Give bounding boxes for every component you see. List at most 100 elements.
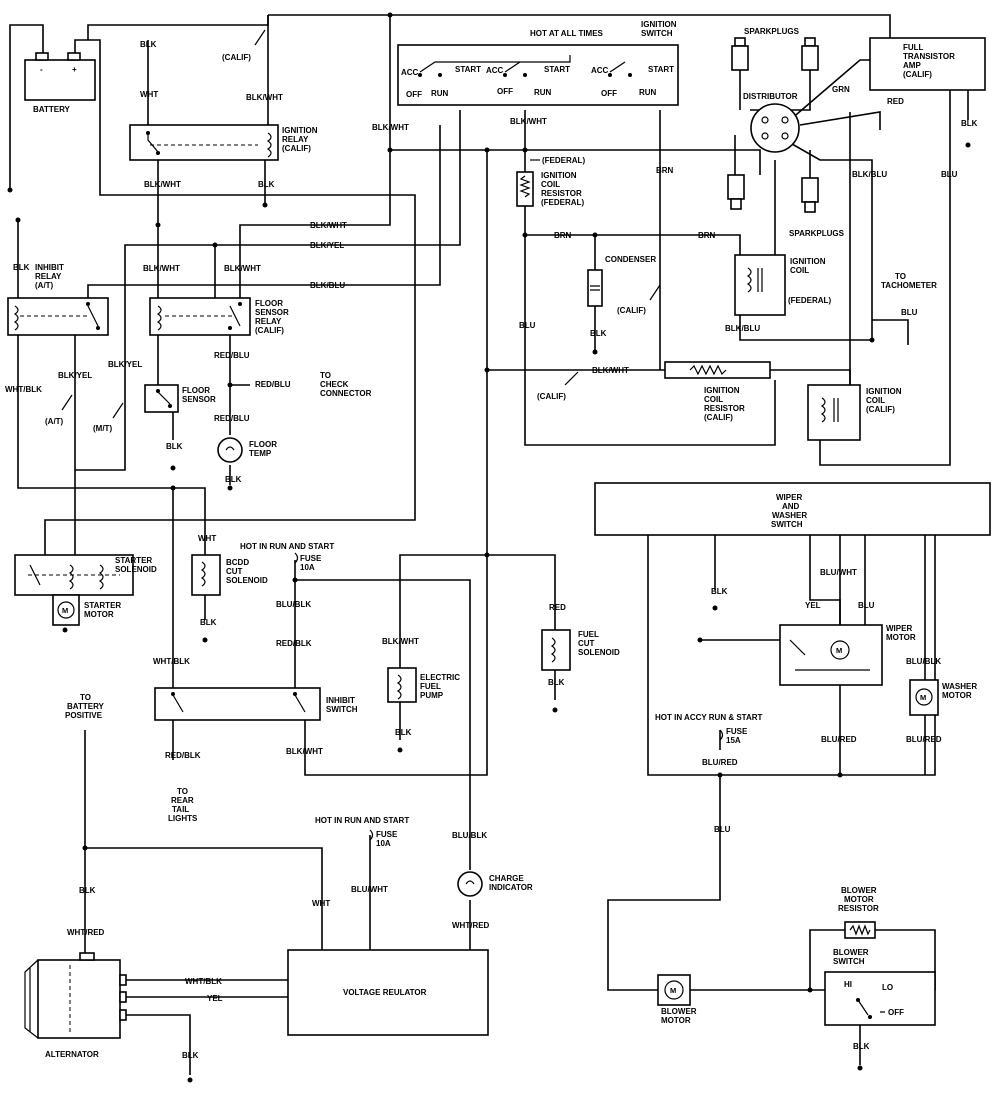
label-blk-ft: BLK [225,475,242,484]
label-blkwht-inh: BLK/WHT [286,747,323,756]
label-blu-v: BLU [519,321,536,330]
label-bluwht-w: BLU/WHT [820,568,857,577]
calif-arrow-mid [564,371,579,386]
full-transistor-amp [869,37,986,91]
junction-dots [82,12,875,993]
label-blk-wws: BLK [711,587,728,596]
voltage-regulator [287,949,489,1036]
starter-motor: M [52,594,80,626]
label-blkwht-h1: BLK/WHT [310,221,347,230]
label-blk-fta: BLK [961,119,978,128]
ignition-switch [397,44,679,106]
distributor [750,103,800,153]
label-off-bs: OFF [888,1008,904,1017]
label-blkwht-relay-out: BLK/WHT [144,180,181,189]
label-whtblk-2: WHT/BLK [153,657,190,666]
charge-indicator [457,871,483,897]
battery: -+ [24,52,96,101]
label-blk-cond: BLK [590,329,607,338]
label-blk-fcs: BLK [548,678,565,687]
svg-text:-: - [40,65,43,74]
label-wht-bcdd: WHT [198,534,216,543]
starter-solenoid [14,554,134,596]
label-blkyel-v: BLK/YEL [58,371,92,380]
is-start-2: START [544,65,570,74]
label-blu-tach: BLU [901,308,918,317]
label-brn-1: BRN [554,231,572,240]
label-blkwht-relay-in: BLK/WHT [246,93,283,102]
calif-arrow-cond [649,284,661,301]
svg-text:M: M [670,986,676,995]
label-blkwht-fsr-b: BLK/WHT [224,264,261,273]
label-brn-2: BRN [698,231,716,240]
label-wht-bat: WHT [140,90,158,99]
label-sparkplugs-top: SPARKPLUGS [744,27,800,36]
label-blk-bs: BLK [853,1042,870,1051]
wiper-washer-switch [594,482,991,536]
label-hot-all-times: HOT AT ALL TIMES [530,29,604,38]
label-yel-alt: YEL [207,994,223,1003]
alternator-label: ALTERNATOR [45,1050,99,1059]
label-federal-1: (FEDERAL) [542,156,585,165]
label-blk-efp: BLK [395,728,412,737]
is-run-2: RUN [534,88,552,97]
ign-coil-resistor-calif [664,361,771,379]
label-redblu-2: RED/BLU [255,380,291,389]
is-acc-3: ACC [591,66,609,75]
voltage-regulator-label: VOLTAGE REULATOR [343,988,427,997]
is-acc-1: ACC [401,68,419,77]
sparkplug-1 [731,37,749,71]
label-hot-run-start-1: HOT IN RUN AND START [240,542,334,551]
distributor-label: DISTRIBUTOR [743,92,798,101]
ign-coil-calif [807,384,861,441]
fuse-3 [719,729,724,741]
fuse-2 [369,829,374,841]
label-blublk-ci: BLU/BLK [452,831,487,840]
label-sparkplugs-bottom: SPARKPLUGS [789,229,845,238]
label-blu-w: BLU [858,601,875,610]
label-blkblu-v: BLK/BLU [852,170,887,179]
label-blkwht-efp: BLK/WHT [382,637,419,646]
label-redblk-1: RED/BLK [276,639,312,648]
battery-label: BATTERY [33,105,71,114]
wires [9,14,969,1075]
label-federal-2: (FEDERAL) [788,296,831,305]
is-run-3: RUN [639,88,657,97]
label-redblk-2: RED/BLK [165,751,201,760]
label-hot-run-start-2: HOT IN RUN AND START [315,816,409,825]
fuel-cut-solenoid [541,629,571,671]
is-off-3: OFF [601,89,617,98]
label-calif-top: (CALIF) [222,53,251,62]
svg-text:M: M [836,646,842,655]
label-blkyel-h: BLK/YEL [310,241,344,250]
is-acc-2: ACC [486,66,504,75]
wiper-motor: M [779,624,883,686]
label-brn-v: BRN [656,166,674,175]
label-blkwht-fsr-a: BLK/WHT [143,264,180,273]
label-grn: GRN [832,85,850,94]
label-hi: HI [844,980,852,989]
washer-motor: M [909,679,939,716]
label-blkblu-h: BLK/BLU [310,281,345,290]
svg-text:M: M [920,693,926,702]
calif-arrow-top [254,29,266,46]
label-whtred-alt: WHT/RED [67,928,105,937]
label-blk-bcdd: BLK [200,618,217,627]
